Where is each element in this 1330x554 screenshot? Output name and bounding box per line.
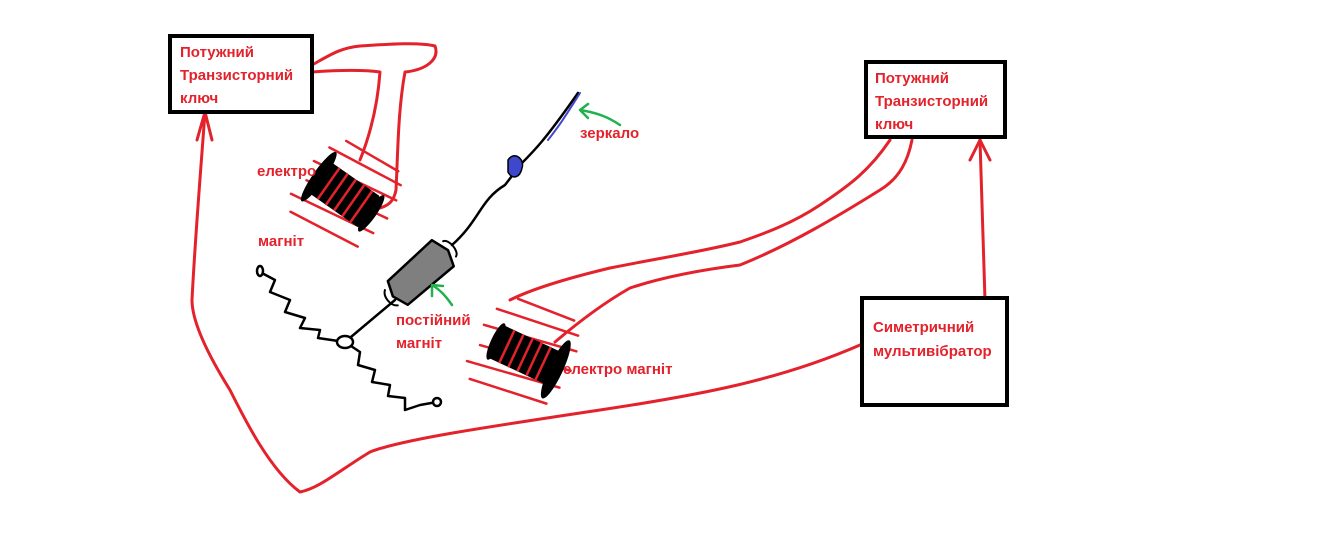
label-mirror: зеркало [580, 125, 640, 142]
label-electromagnet-right: електро магніт [563, 361, 673, 378]
electromagnet-right [465, 297, 580, 405]
power-transistor-switch-right: Потужний Транзисторний ключ [864, 60, 1007, 139]
wire-right-switch-to-coil-a [508, 138, 892, 302]
electromagnet-left [289, 139, 402, 248]
pendulum-rod [343, 91, 580, 344]
power-transistor-switch-left: Потужний Транзисторний ключ [168, 34, 314, 114]
block-label: мультивібратор [873, 343, 992, 360]
spring-upper [258, 270, 347, 344]
arrowhead-right-switch [968, 138, 992, 162]
wire-multivibrator-to-left-switch [190, 110, 862, 494]
spring-lower [343, 340, 439, 412]
label-magnet: магніт [258, 233, 305, 250]
block-label: Симетричний [873, 319, 975, 336]
label-electro: електро [257, 163, 317, 180]
mirror [547, 92, 581, 141]
label-permanent: постійний [396, 312, 471, 329]
block-label: Транзисторний [180, 67, 294, 84]
pointer-arrow-magnet [430, 283, 454, 307]
block-label: ключ [875, 116, 914, 133]
permanent-magnet [383, 238, 458, 307]
pivot-blob [507, 155, 524, 178]
label-permanent-magnet: магніт [396, 335, 443, 352]
symmetric-multivibrator: Симетричний мультивібратор [860, 296, 1009, 407]
wire-multivibrator-to-right-switch [978, 138, 987, 302]
block-label: Потужний [180, 44, 254, 61]
pointer-arrow-mirror [578, 102, 622, 127]
block-label: Транзисторний [875, 93, 989, 110]
wire-right-switch-to-coil-b [553, 138, 914, 344]
block-label: Потужний [875, 70, 949, 87]
wire-left-switch-to-coil-b [310, 69, 382, 162]
block-label: ключ [180, 90, 219, 107]
wire-left-switch-to-coil-a [310, 42, 438, 210]
